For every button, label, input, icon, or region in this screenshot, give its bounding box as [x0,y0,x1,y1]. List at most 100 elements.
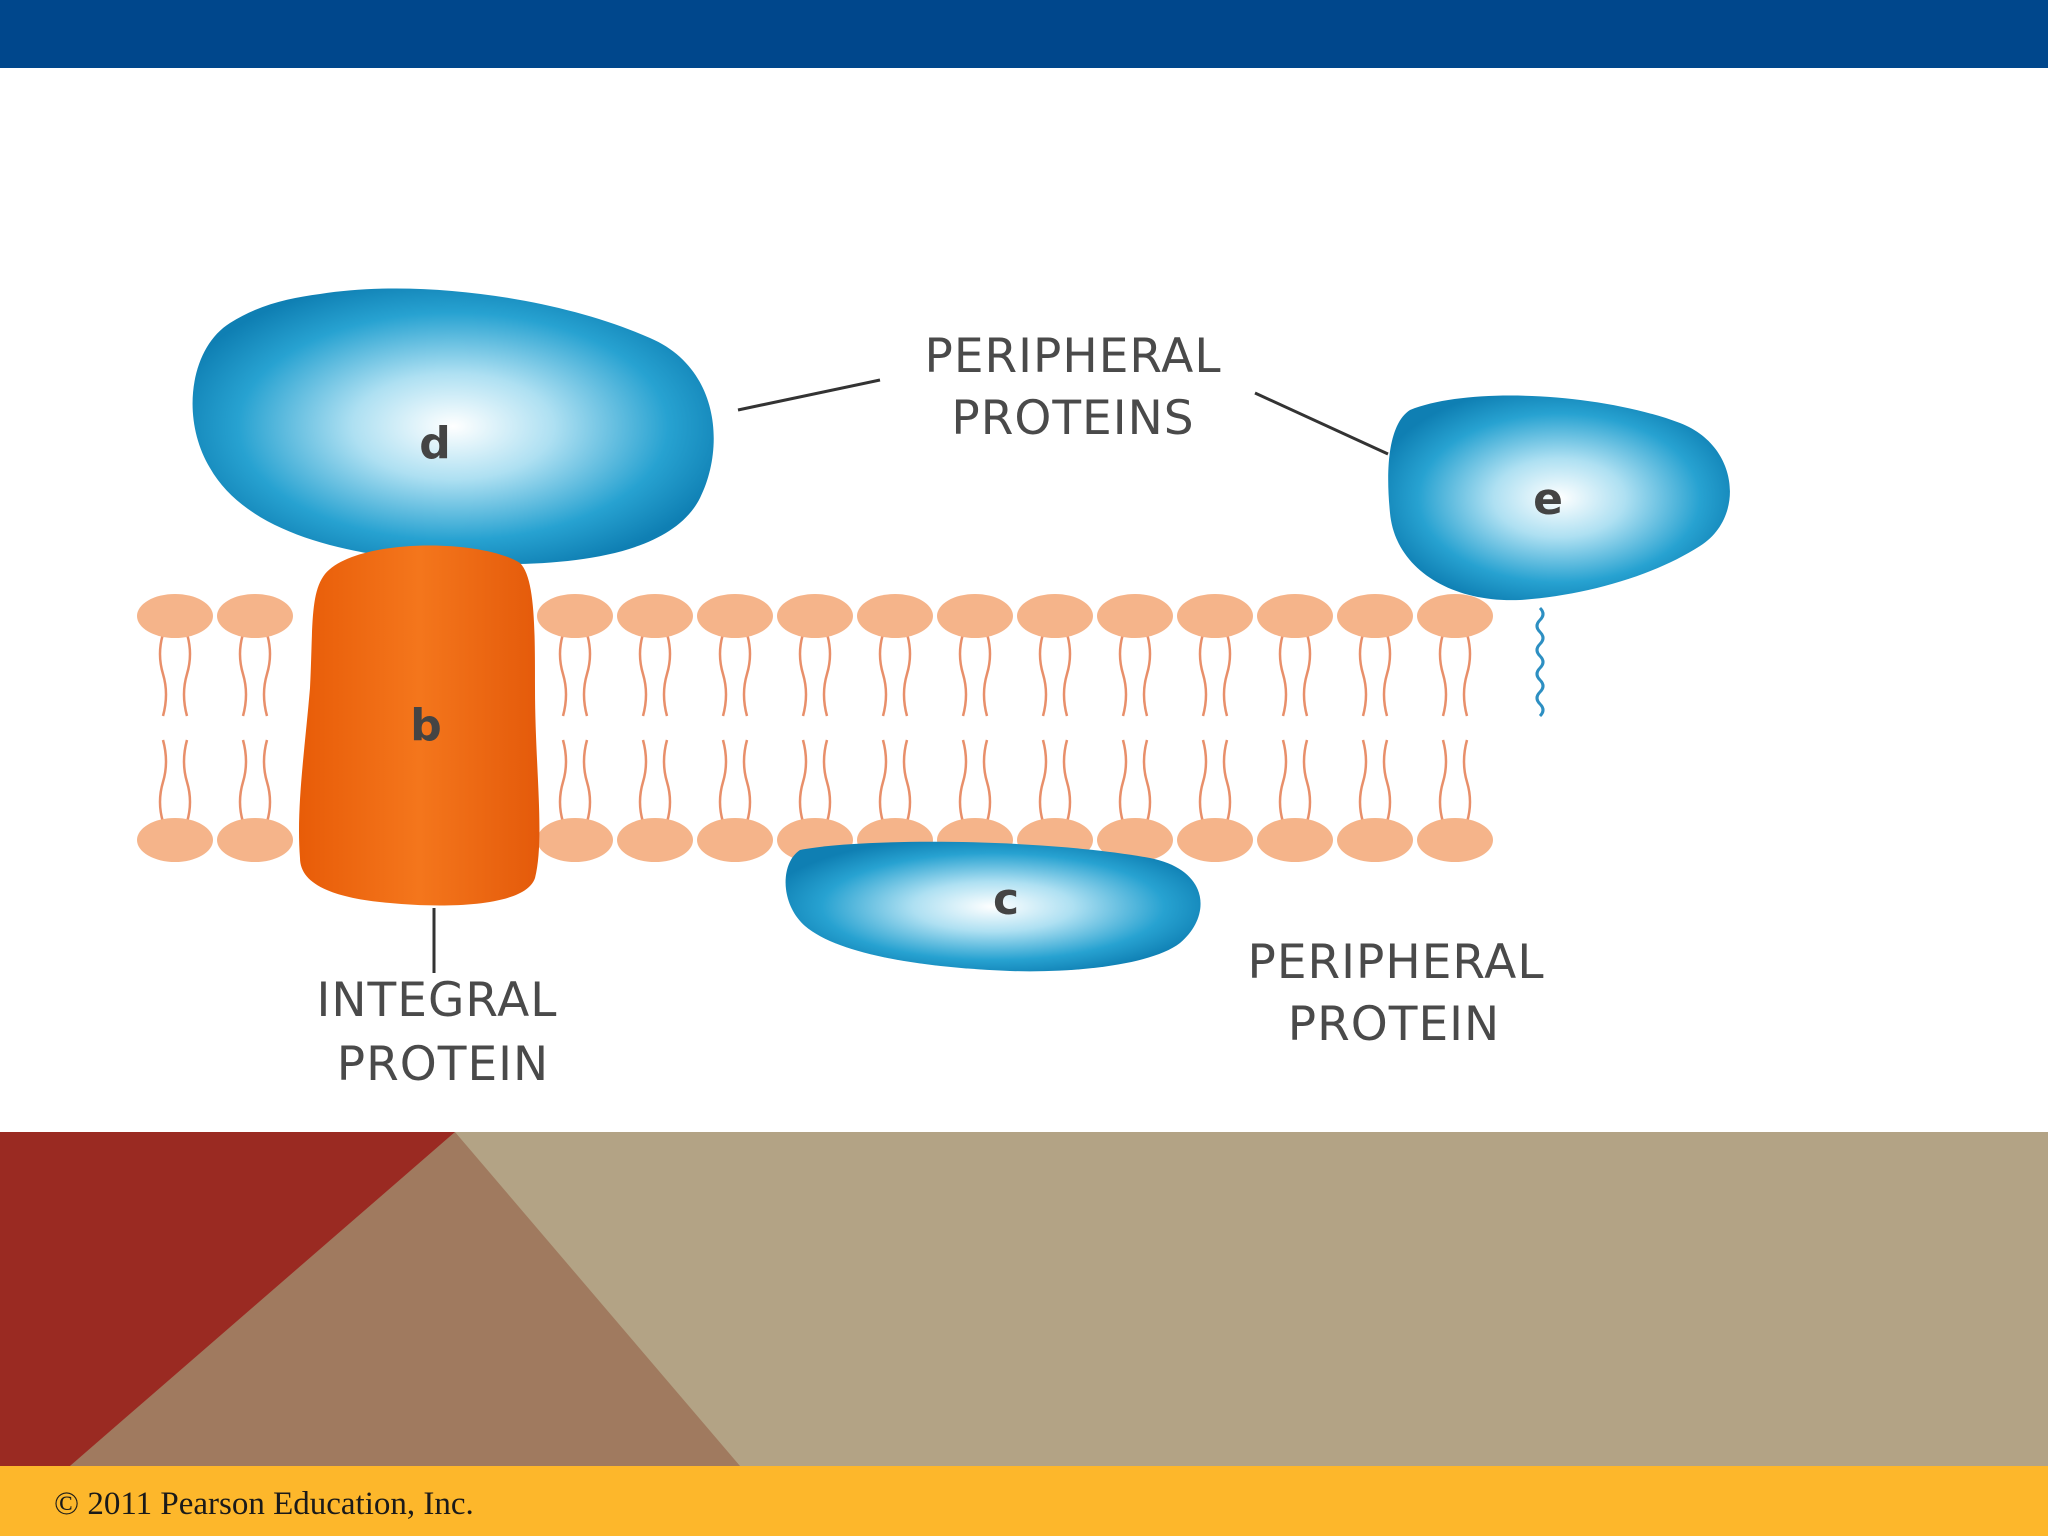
lipid-tail [1278,633,1288,717]
phospholipid-head [537,818,613,862]
phospholipid-head [137,594,213,638]
lipid-tail [662,739,672,823]
lipid-tail [1142,633,1152,717]
lipid-tail [958,739,968,823]
lipid-tail [1222,739,1232,823]
top-title-bar [0,0,2048,68]
lipid-tail [822,739,832,823]
lipid-anchor-chain [1535,606,1545,718]
lipid-tail [718,633,728,717]
lipid-tail [158,739,168,823]
lipid-tail [1278,739,1288,823]
peripheral-protein-label-line1: PERIPHERAL [1247,935,1544,990]
lipid-tail [638,633,648,717]
lipid-tail [1118,633,1128,717]
lipid-tail [582,633,592,717]
protein-letter-e: e [1533,474,1563,525]
integral-protein-b [299,545,540,906]
lipid-tail [1062,739,1072,823]
lipid-tail [798,633,808,717]
phospholipid-head [937,594,1013,638]
lipid-tails-group [158,633,1472,823]
phospholipid-head [1177,818,1253,862]
phospholipid-head [1177,594,1253,638]
lipid-tail [582,739,592,823]
phospholipid-head [1337,594,1413,638]
lipid-tail [902,633,912,717]
lipid-tail [1198,739,1208,823]
footer-brown-triangle [70,1132,740,1466]
lipid-tail [982,739,992,823]
lipid-tail [1118,739,1128,823]
lipid-tail [182,739,192,823]
lipid-tail [238,633,248,717]
leader-line-to-e [1254,391,1389,456]
lipid-tail [638,739,648,823]
lipid-heads-group [137,594,1493,862]
phospholipid-head [1097,818,1173,862]
peripheral-protein-label-line2: PROTEIN [1288,997,1500,1052]
phospholipid-head [1417,818,1493,862]
lipid-tail [1302,633,1312,717]
lipid-tail [182,633,192,717]
lipid-tail [742,739,752,823]
lipid-tail [1222,633,1232,717]
lipid-tail [558,739,568,823]
phospholipid-head [217,594,293,638]
lipid-tail [798,739,808,823]
lipid-tail [1038,633,1048,717]
lipid-tail [1438,633,1448,717]
lipid-tail [262,739,272,823]
lipid-tail [1462,739,1472,823]
lipid-tail [238,739,248,823]
lipid-tail [822,633,832,717]
peripheral-proteins-label-line2: PROTEINS [951,391,1194,446]
footer-red-triangle [0,1132,455,1466]
integral-protein-label-line1: INTEGRAL [317,973,558,1028]
lipid-tail [1382,633,1392,717]
peripheral-protein-d [192,288,714,565]
lipid-tail [902,739,912,823]
lipid-tail [1358,633,1368,717]
phospholipid-head [137,818,213,862]
lipid-tail [662,633,672,717]
phospholipid-head [537,594,613,638]
protein-letter-b: b [410,700,442,751]
peripheral-protein-c [785,841,1201,972]
diagram-canvas: d b e c PERIPHERAL PROTEINS INTEGRAL PRO… [137,288,1730,1092]
phospholipid-head [1337,818,1413,862]
lipid-tail [1198,633,1208,717]
phospholipid-head [217,818,293,862]
phospholipid-head [697,818,773,862]
peripheral-protein-e [1388,395,1730,601]
phospholipid-head [777,594,853,638]
lipid-tail [262,633,272,717]
lipid-tail [718,739,728,823]
lipid-tail [742,633,752,717]
leader-line-to-d [737,378,881,412]
membrane-protein-diagram: d b e c PERIPHERAL PROTEINS INTEGRAL PRO… [0,68,2048,1132]
lipid-tail [1462,633,1472,717]
lipid-tail [982,633,992,717]
phospholipid-head [857,594,933,638]
lipid-tail [958,633,968,717]
phospholipid-head [1417,594,1493,638]
lipid-tail [1062,633,1072,717]
lipid-tail [558,633,568,717]
lipid-tail [1302,739,1312,823]
lipid-tail [878,633,888,717]
phospholipid-head [617,594,693,638]
lipid-tail [1438,739,1448,823]
protein-letter-c: c [993,874,1019,925]
footer-shapes [0,1132,2048,1466]
phospholipid-head [1257,594,1333,638]
lipid-tail [1142,739,1152,823]
phospholipid-head [1257,818,1333,862]
phospholipid-head [697,594,773,638]
lipid-tail [878,739,888,823]
lipid-tail [1038,739,1048,823]
phospholipid-head [1017,594,1093,638]
peripheral-proteins-label-line1: PERIPHERAL [924,329,1221,384]
phospholipid-head [1097,594,1173,638]
copyright-strip: © 2011 Pearson Education, Inc. [0,1466,2048,1536]
